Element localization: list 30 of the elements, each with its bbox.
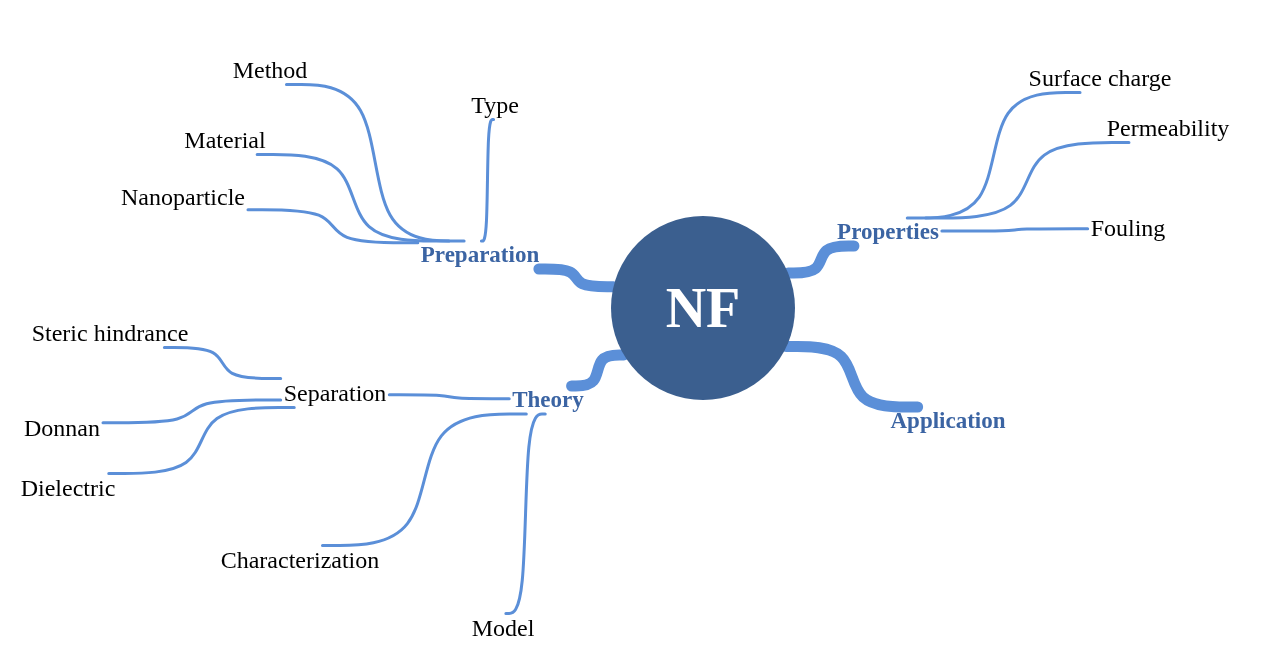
branch-line (321, 412, 528, 547)
topic-label: Permeability (1103, 113, 1233, 143)
branch-label: Application (887, 407, 1009, 435)
branch-line (479, 118, 496, 243)
topic-label: Method (229, 55, 311, 85)
branch-line (284, 83, 466, 243)
branch-line (940, 227, 1090, 233)
topic-label: Nanoparticle (118, 182, 248, 212)
branch-label: Preparation (417, 241, 543, 269)
branch-line (101, 398, 283, 425)
branch-line (162, 346, 283, 380)
center-circle: NF (611, 216, 795, 400)
topic-label: Surface charge (1025, 63, 1175, 93)
branch-line (905, 91, 1082, 220)
branch-label: Theory (509, 386, 587, 414)
topic-label: Characterization (217, 545, 383, 575)
branch-line (387, 393, 511, 401)
branch-line (107, 406, 296, 475)
topic-label: Fouling (1087, 213, 1169, 243)
branch-line (246, 208, 420, 245)
branch-line (924, 141, 1131, 220)
topic-label: Dielectric (17, 473, 119, 503)
branch-line (255, 153, 451, 243)
topic-label: Donnan (21, 413, 103, 443)
topic-label: Separation (280, 378, 390, 408)
branch-label: Properties (834, 218, 942, 246)
topic-label: Material (181, 125, 269, 155)
topic-label: Model (468, 613, 538, 643)
topic-label: Type (468, 90, 522, 120)
topic-label: Steric hindrance (28, 318, 192, 348)
